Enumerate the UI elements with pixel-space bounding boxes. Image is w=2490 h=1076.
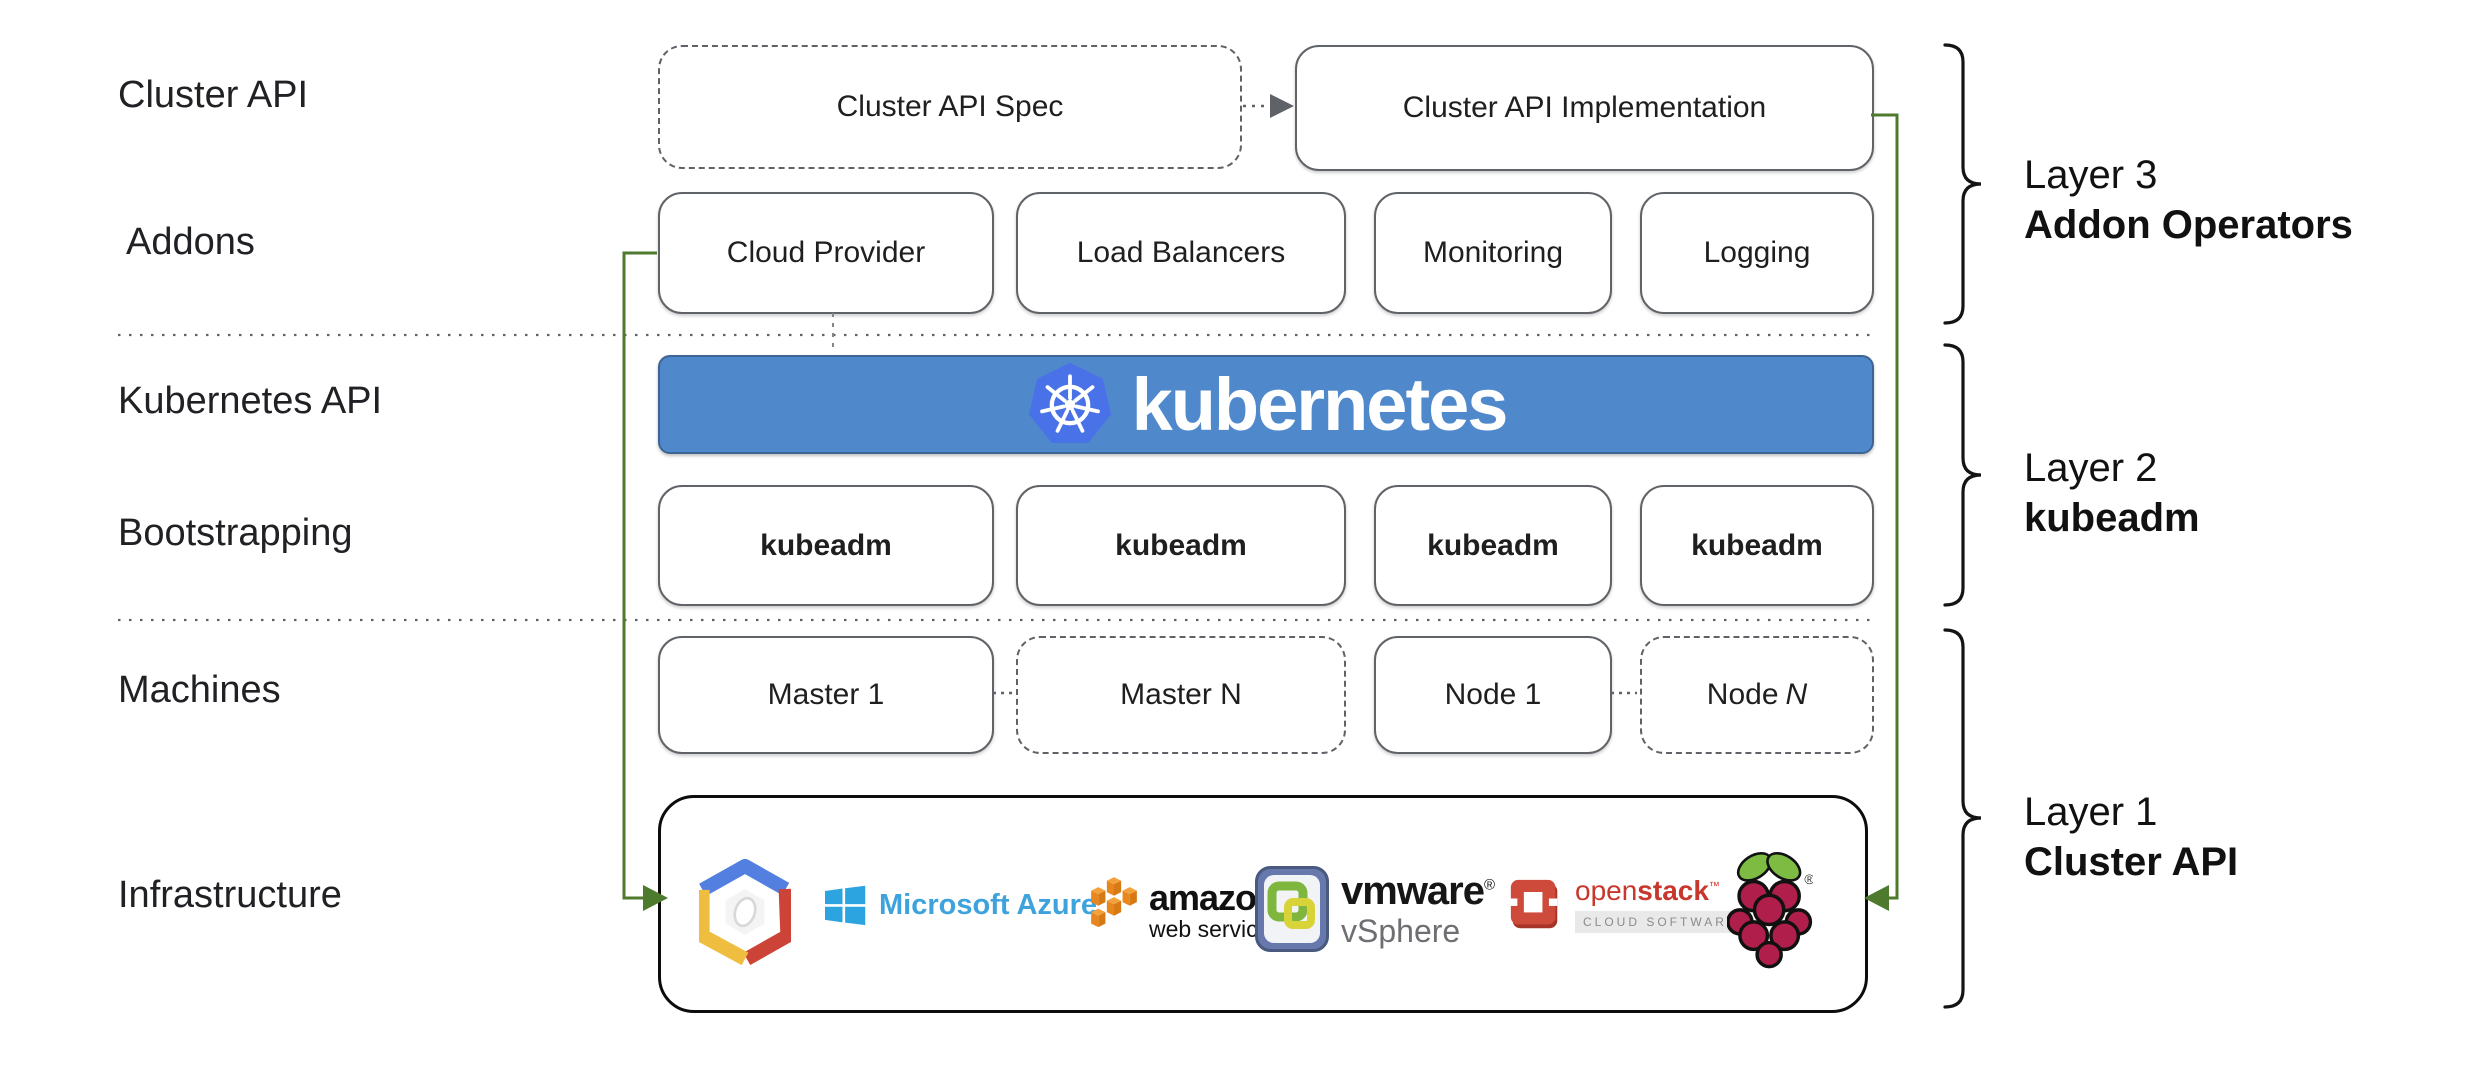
row-label-machines: Machines	[118, 669, 281, 711]
layer-3-title: Layer 3	[2024, 153, 2158, 197]
openstack-logo-icon	[1509, 879, 1558, 929]
box-node-1: Node 1	[1374, 636, 1612, 754]
layer-1-label-group: Layer 1 Cluster API	[2024, 787, 2238, 887]
row-label-bootstrapping: Bootstrapping	[118, 512, 353, 554]
kubernetes-wordmark: kubernetes	[1131, 362, 1509, 446]
layer-2-subtitle: kubeadm	[2024, 496, 2200, 540]
vsphere-label: vSphere	[1341, 913, 1461, 949]
layer-2-label-group: Layer 2 kubeadm	[2024, 443, 2200, 543]
master-1-label: Master 1	[767, 678, 885, 711]
raspberry-pi-icon: ®	[1727, 851, 1813, 969]
provider-microsoft-azure: Microsoft Azure	[825, 884, 1097, 926]
logging-label: Logging	[1703, 236, 1811, 269]
box-node-n: Node N	[1640, 636, 1874, 754]
node-n-suffix: N	[1785, 678, 1808, 711]
brace-layer-1	[1943, 628, 1982, 1009]
provider-aws: amazon web services	[1089, 874, 1282, 946]
kubeadm-label: kubeadm	[760, 528, 892, 562]
load-balancers-label: Load Balancers	[1076, 236, 1286, 269]
box-kubeadm-3: kubeadm	[1374, 485, 1612, 606]
provider-openstack: openstack™ CLOUD SOFTWARE	[1509, 875, 1746, 935]
provider-raspberry-pi: ®	[1727, 843, 1813, 975]
row-label-cluster-api: Cluster API	[118, 74, 309, 116]
google-cloud-icon	[699, 858, 791, 966]
cloud-software-label: CLOUD SOFTWARE	[1575, 911, 1746, 933]
monitoring-label: Monitoring	[1422, 236, 1564, 269]
box-cluster-api-implementation: Cluster API Implementation	[1295, 45, 1874, 171]
openstack-label-stack: stack	[1637, 875, 1709, 906]
box-kubeadm-4: kubeadm	[1640, 485, 1874, 606]
box-master-1: Master 1	[658, 636, 994, 754]
node-1-label: Node 1	[1444, 678, 1542, 711]
box-master-n: Master N	[1016, 636, 1346, 754]
box-kubeadm-2: kubeadm	[1016, 485, 1346, 606]
box-cloud-provider: Cloud Provider	[658, 192, 994, 314]
box-cluster-api-spec: Cluster API Spec	[658, 45, 1242, 169]
kubeadm-label: kubeadm	[1691, 528, 1823, 562]
brace-layer-3	[1943, 43, 1982, 325]
row-label-infrastructure: Infrastructure	[118, 874, 342, 916]
web-services-label: web services	[1149, 915, 1282, 942]
node-n-label: Node	[1706, 678, 1779, 711]
layer-3-label-group: Layer 3 Addon Operators	[2024, 150, 2353, 250]
microsoft-azure-label: Microsoft Azure	[879, 888, 1098, 921]
vmware-badge-icon	[1255, 866, 1329, 952]
kubeadm-label: kubeadm	[1427, 528, 1559, 562]
microsoft-azure-icon	[825, 885, 866, 926]
row-label-kubernetes-api: Kubernetes API	[118, 380, 383, 422]
row-label-addons: Addons	[126, 221, 255, 263]
raspberry-pi-reg-mark: ®	[1804, 872, 1813, 887]
master-n-label: Master N	[1120, 678, 1242, 711]
layer-1-title: Layer 1	[2024, 790, 2158, 834]
box-load-balancers: Load Balancers	[1016, 192, 1346, 314]
vmware-label: vmware	[1341, 869, 1485, 913]
cluster-api-spec-label: Cluster API Spec	[836, 90, 1064, 123]
box-monitoring: Monitoring	[1374, 192, 1612, 314]
layer-3-subtitle: Addon Operators	[2024, 203, 2353, 247]
layer-2-title: Layer 2	[2024, 446, 2158, 490]
cloud-provider-label: Cloud Provider	[726, 236, 926, 269]
openstack-tm-mark: ™	[1708, 880, 1720, 893]
box-infrastructure-providers: Microsoft Azure	[658, 795, 1868, 1013]
aws-cubes-icon	[1091, 877, 1137, 928]
spec-to-implementation-arrow	[1243, 94, 1294, 118]
kubernetes-banner: kubernetes	[658, 355, 1874, 454]
box-logging: Logging	[1640, 192, 1874, 314]
kubeadm-label: kubeadm	[1115, 528, 1247, 562]
kubernetes-wheel-icon	[1028, 362, 1111, 443]
layer-1-subtitle: Cluster API	[2024, 840, 2239, 884]
provider-google-cloud	[699, 855, 791, 969]
vmware-reg-mark: ®	[1483, 876, 1495, 894]
brace-layer-2	[1943, 343, 1982, 607]
box-kubeadm-1: kubeadm	[658, 485, 994, 606]
provider-vmware-vsphere: vmware® vSphere	[1255, 866, 1495, 952]
openstack-label-open: open	[1575, 875, 1638, 906]
cluster-api-implementation-label: Cluster API Implementation	[1402, 91, 1767, 124]
